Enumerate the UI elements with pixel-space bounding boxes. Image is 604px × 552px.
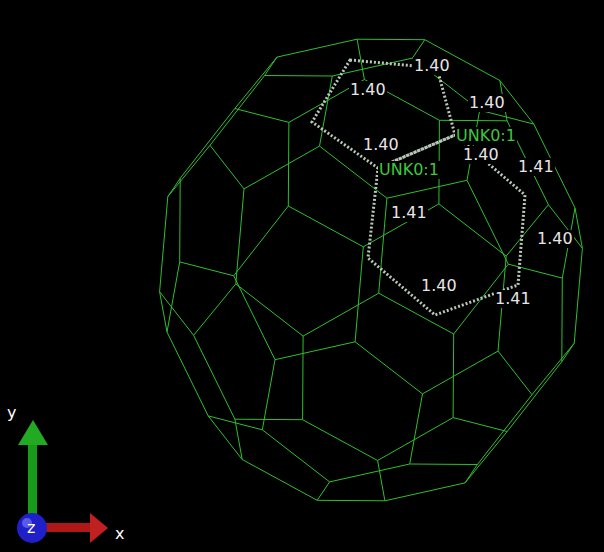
bond-line xyxy=(467,180,508,264)
bond-line xyxy=(412,40,424,58)
bond-line xyxy=(235,109,289,123)
bond-line xyxy=(242,460,317,501)
axis-label: z xyxy=(26,519,36,537)
bond-line xyxy=(465,465,477,483)
bond-line xyxy=(160,197,168,292)
bond-length: 1.40 xyxy=(413,57,451,75)
bond-line xyxy=(288,206,363,247)
bond-line xyxy=(317,482,329,500)
bond-line xyxy=(498,351,532,395)
bond-length: 1.41 xyxy=(390,204,428,222)
bond-line xyxy=(262,430,329,482)
bond-line xyxy=(363,204,439,247)
atom-label: UNK0:1 xyxy=(378,161,440,179)
bond-line xyxy=(194,335,235,419)
bond-line xyxy=(244,146,320,189)
bond-line xyxy=(532,343,574,394)
bond-line xyxy=(439,204,506,256)
bond-line xyxy=(277,39,357,57)
bond-length: 1.41 xyxy=(494,290,532,308)
bond-line xyxy=(453,418,507,432)
bond-line xyxy=(234,276,275,360)
bond-line xyxy=(236,189,244,284)
axis-label: x xyxy=(114,525,125,543)
bond-line xyxy=(355,247,363,342)
bond-line xyxy=(168,178,180,196)
axis-triad xyxy=(17,420,108,543)
bond-line xyxy=(410,464,478,466)
axis-label: y xyxy=(6,404,17,422)
selected-hexagon xyxy=(368,135,525,315)
bond-line xyxy=(236,284,303,336)
bond-line xyxy=(303,293,379,336)
bond-line xyxy=(180,109,235,179)
bond-line xyxy=(575,208,582,248)
bond-line xyxy=(262,360,275,430)
bond-line xyxy=(379,198,387,293)
bond-line xyxy=(508,264,562,278)
bond-line xyxy=(167,262,180,332)
bond-line xyxy=(561,278,563,362)
bond-line xyxy=(357,39,425,41)
bond-line xyxy=(167,332,208,416)
bond-line xyxy=(574,248,582,343)
bond-length: 1.40 xyxy=(468,94,506,112)
bond-line xyxy=(385,483,465,501)
bond-line xyxy=(168,145,210,196)
bond-line xyxy=(355,342,422,394)
bond-length: 1.40 xyxy=(349,81,387,99)
bond-line xyxy=(235,419,242,459)
bond-length: 1.40 xyxy=(362,136,400,154)
bond-line xyxy=(378,418,454,461)
bond-line xyxy=(180,262,234,276)
bond-line xyxy=(379,293,454,334)
bond-line xyxy=(423,351,499,394)
bond-line xyxy=(477,395,532,465)
selected-pentagon xyxy=(312,60,455,168)
atom-label: UNK0:1 xyxy=(455,127,517,145)
bond-line xyxy=(265,75,333,77)
bond-line xyxy=(465,432,507,483)
bond-line xyxy=(208,416,262,430)
bond-length: 1.40 xyxy=(536,230,574,248)
bond-line xyxy=(387,180,467,198)
bond-line xyxy=(208,416,242,460)
bond-line xyxy=(320,76,333,146)
bond-line xyxy=(160,292,167,332)
bond-length: 1.40 xyxy=(462,146,500,164)
bond-line xyxy=(235,419,303,421)
bond-line xyxy=(507,362,562,432)
bond-line xyxy=(160,292,194,336)
bond-line xyxy=(235,57,277,108)
bond-line xyxy=(378,461,385,501)
bond-line xyxy=(275,342,355,360)
bond-line xyxy=(410,394,423,464)
bond-line xyxy=(194,284,236,335)
bond-line xyxy=(210,76,265,146)
bond-length: 1.41 xyxy=(517,158,555,176)
bond-line xyxy=(317,500,385,502)
bond-line xyxy=(302,336,304,420)
bond-length: 1.40 xyxy=(420,277,458,295)
bond-line xyxy=(330,464,410,482)
bond-line xyxy=(210,145,244,189)
bond-line xyxy=(303,420,378,461)
c60-cage xyxy=(160,39,583,501)
bond-line xyxy=(179,178,181,262)
